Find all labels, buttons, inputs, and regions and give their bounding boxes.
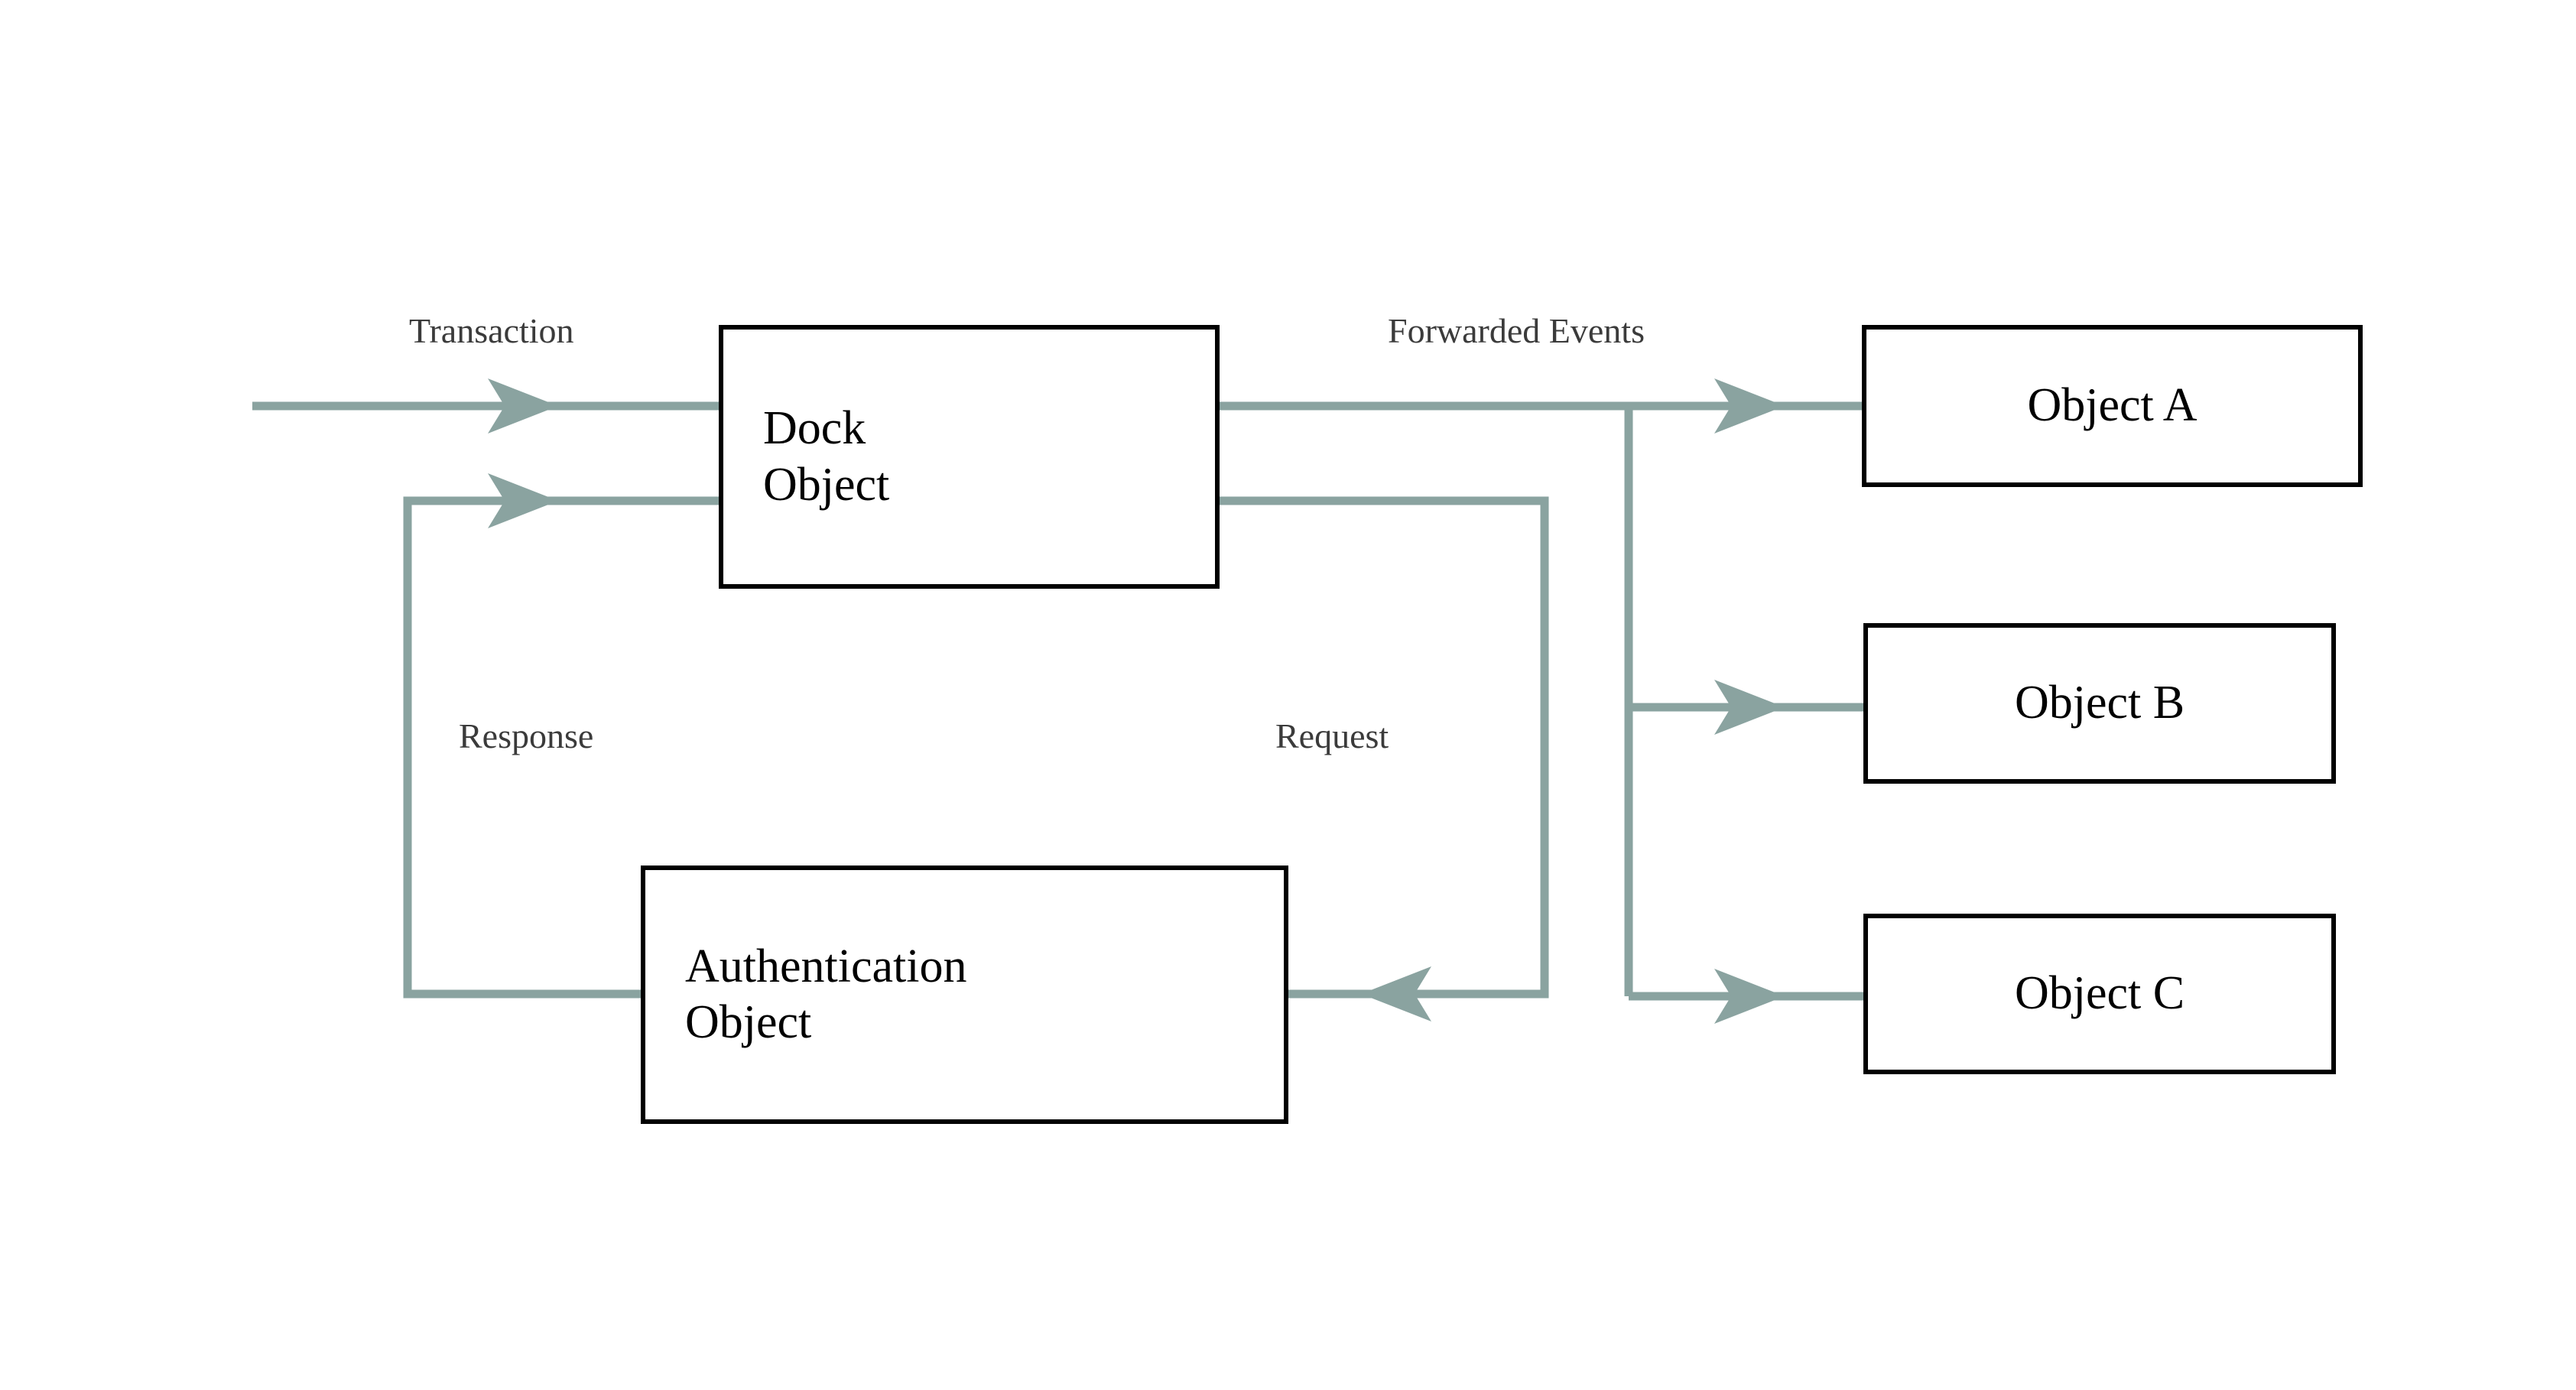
edge-request-out [1216, 496, 1549, 1021]
forward-b-arrowhead-icon [1714, 680, 1785, 735]
node-dock-object[interactable]: Dock Object [719, 325, 1220, 589]
node-object-b[interactable]: Object B [1863, 623, 2336, 784]
node-object-c-label: Object C [2014, 967, 2185, 1020]
forward-a-arrowhead-icon [1714, 378, 1785, 434]
edge-forward-c [1629, 969, 1867, 1024]
edge-label-transaction: Transaction [409, 311, 574, 350]
edge-forwarded-trunk [1216, 378, 1866, 996]
node-object-a-label: Object A [2027, 379, 2198, 432]
node-object-a[interactable]: Object A [1862, 325, 2363, 487]
forward-c-arrowhead-icon [1714, 969, 1785, 1024]
edge-transaction-in [252, 378, 723, 434]
node-object-b-label: Object B [2014, 677, 2185, 729]
edge-label-request: Request [1275, 716, 1389, 755]
edge-label-response: Response [459, 716, 594, 755]
response-arrowhead-icon [488, 473, 558, 528]
node-authentication-object[interactable]: Authentication Object [641, 866, 1288, 1124]
node-dock-object-label: Dock Object [763, 402, 890, 511]
node-authentication-object-label: Authentication Object [685, 940, 967, 1048]
edge-response-return [403, 473, 723, 999]
node-object-c[interactable]: Object C [1863, 914, 2336, 1074]
response-line [403, 496, 723, 999]
request-arrowhead-icon [1361, 966, 1431, 1021]
edge-label-forwarded-events: Forwarded Events [1388, 311, 1645, 350]
edge-forward-b [1629, 680, 1867, 735]
transaction-arrowhead-icon [488, 378, 558, 434]
